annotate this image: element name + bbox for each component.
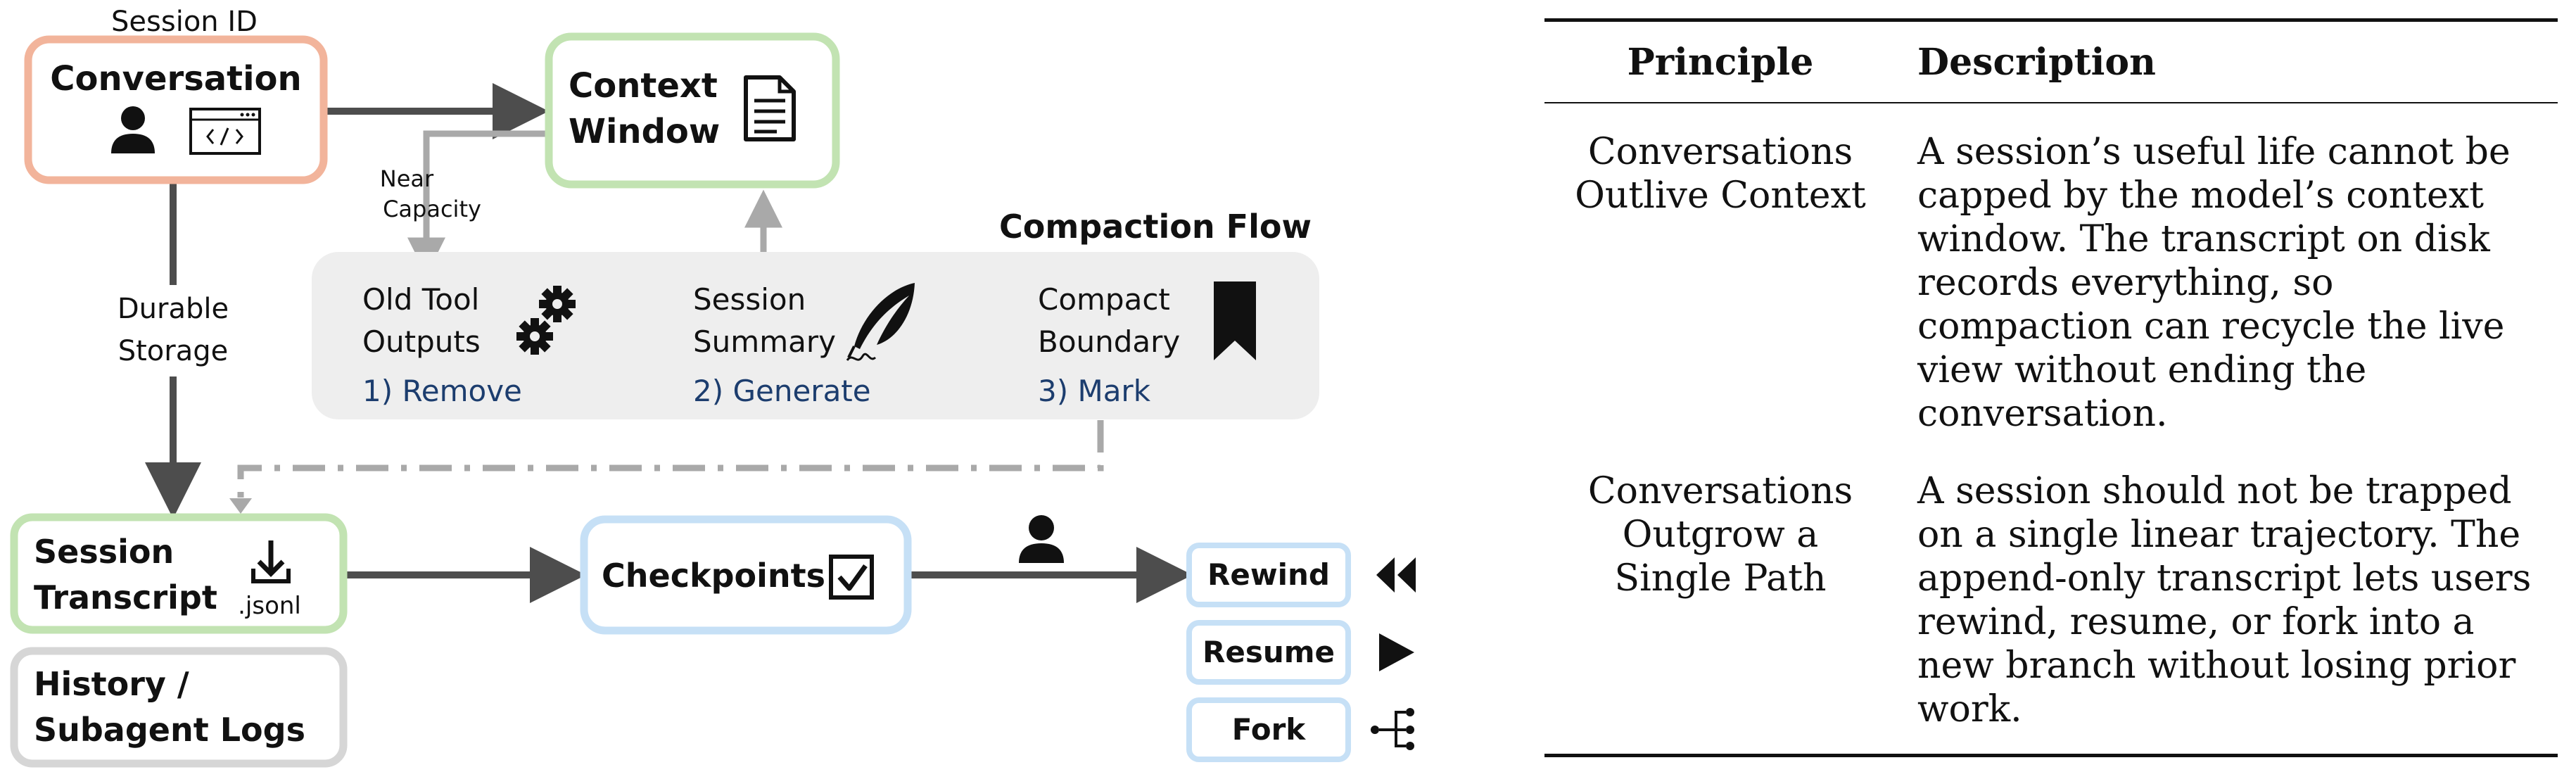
table-header-row: Principle Description [1544, 22, 2558, 102]
old-tool-outputs-label-2: Outputs [362, 324, 481, 359]
context-window-box [545, 32, 840, 189]
description-line: window. The transcript on disk [1917, 218, 2490, 260]
description-line: work. [1917, 688, 2022, 730]
fork-icon [1371, 708, 1414, 750]
session-transcript-box [10, 513, 348, 634]
checkpoints-label: Checkpoints [602, 557, 825, 595]
checkbox-icon [829, 555, 874, 600]
session-transcript-label-2: Transcript [34, 578, 217, 616]
description-line: view without ending the [1917, 349, 2367, 391]
user-icon [111, 106, 155, 153]
description-line: conversation. [1917, 393, 2168, 435]
user-icon-checkpoints [1019, 515, 1064, 563]
session-summary-label-1: Session [693, 282, 806, 317]
checkpoints-box [580, 515, 912, 635]
principle-line: Conversations [1587, 131, 1853, 173]
description-line: A session’s useful life cannot be [1917, 131, 2511, 173]
description-line: compaction can recycle the live [1917, 305, 2505, 348]
description-line: rewind, resume, or fork into a [1917, 601, 2475, 643]
table-bottom-rule [1544, 754, 2558, 757]
principle-cell: Conversations Outgrow a Single Path [1544, 469, 1896, 731]
context-window-label-2: Window [569, 112, 720, 151]
rewind-icon [1376, 557, 1416, 593]
description-line: A session should not be trapped [1917, 470, 2512, 512]
fork-action[interactable]: Fork [1186, 697, 1351, 762]
principle-line: Single Path [1614, 557, 1827, 600]
description-line: new branch without losing prior [1917, 645, 2516, 687]
history-label-2: Subagent Logs [34, 711, 305, 749]
rewind-action[interactable]: Rewind [1186, 543, 1351, 607]
resume-action[interactable]: Resume [1186, 620, 1351, 685]
play-icon [1379, 633, 1414, 671]
description-line: records everything, so [1917, 262, 2334, 304]
table-row: Conversations Outgrow a Single Path A se… [1544, 462, 2558, 754]
description-line: on a single linear trajectory. The [1917, 514, 2521, 556]
durable-label-backdrop [106, 285, 239, 376]
header-description: Description [1917, 40, 2156, 84]
description-line: append-only transcript lets users [1917, 557, 2532, 600]
compact-boundary-label-1: Compact [1038, 282, 1170, 317]
session-transcript-label-1: Session [34, 533, 174, 571]
session-id-label: Session ID [111, 6, 258, 38]
jsonl-label: .jsonl [238, 592, 301, 620]
step-remove-label: 1) Remove [362, 374, 522, 408]
durable-storage-label-2: Storage [118, 335, 229, 367]
durable-storage-label-1: Durable [118, 293, 229, 325]
description-cell: A session should not be trapped on a sin… [1896, 469, 2558, 731]
principle-cell: Conversations Outlive Context [1544, 130, 1896, 436]
step-mark-label: 3) Mark [1038, 374, 1151, 408]
compact-boundary-label-2: Boundary [1038, 324, 1180, 359]
arrow-mark-head [229, 498, 252, 514]
document-icon [744, 75, 796, 141]
principles-table: Principle Description Conversations Outl… [1544, 18, 2558, 757]
principle-line: Conversations [1587, 470, 1853, 512]
session-summary-label-2: Summary [693, 324, 836, 359]
step-generate-label: 2) Generate [693, 374, 871, 408]
table-top-rule [1544, 18, 2558, 22]
gears-icon [516, 286, 576, 355]
principle-line: Outgrow a [1622, 514, 1819, 556]
principle-line: Outlive Context [1575, 175, 1866, 217]
description-line: capped by the model’s context [1917, 175, 2485, 217]
compaction-flow-title: Compaction Flow [999, 208, 1312, 246]
rewind-label: Rewind [1207, 557, 1330, 592]
description-cell: A session’s useful life cannot be capped… [1896, 130, 2558, 436]
session-diagram: Session ID Conversation Context Window [10, 6, 1416, 768]
history-box [10, 647, 348, 768]
fork-label: Fork [1232, 712, 1307, 747]
near-capacity-label-2: Capacity [383, 196, 481, 222]
arrow-mark-to-transcript [237, 420, 1104, 501]
header-principle: Principle [1627, 40, 1814, 84]
resume-label: Resume [1203, 635, 1335, 669]
download-icon [251, 540, 291, 583]
table-row: Conversations Outlive Context A session’… [1544, 103, 2558, 462]
table-header-rule [1544, 102, 2558, 103]
history-label-1: History / [34, 665, 189, 703]
old-tool-outputs-label-1: Old Tool [362, 282, 479, 317]
code-window-icon [189, 108, 261, 155]
conversation-label: Conversation [50, 59, 301, 99]
context-window-label-1: Context [569, 66, 718, 106]
quill-icon [846, 283, 915, 361]
arrow-near-capacity [407, 130, 546, 276]
bookmark-icon [1214, 281, 1256, 360]
near-capacity-label-1: Near [380, 165, 434, 192]
